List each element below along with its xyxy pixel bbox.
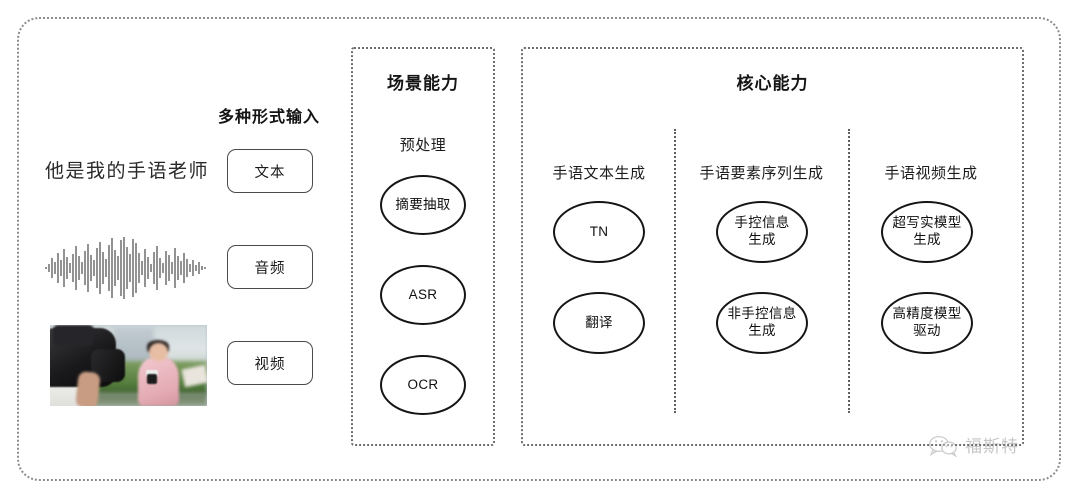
modality-chip-video[interactable]: 视频 xyxy=(227,341,313,385)
core-capability-title: 核心能力 xyxy=(736,74,809,93)
input-section-heading: 多种形式输入 xyxy=(218,109,321,126)
wechat-bubble-icon xyxy=(929,435,958,457)
node-translation[interactable]: 翻译 xyxy=(553,292,645,354)
core-capability-box: 核心能力 手语文本生成 TN 翻译 手语要素序列生成 手控信息生成 非手控信息生… xyxy=(521,47,1024,446)
watermark-text: 福斯特 xyxy=(965,437,1019,456)
node-high-precision-model-driving[interactable]: 高精度模型驱动 xyxy=(881,292,973,354)
modality-chip-text[interactable]: 文本 xyxy=(227,149,313,193)
sample-sentence-text: 他是我的手语老师 xyxy=(45,161,210,182)
video-thumbnail-icon xyxy=(50,325,207,406)
core-column-label-sign-text-generation: 手语文本生成 xyxy=(552,165,646,182)
waveform-icon xyxy=(45,237,206,299)
scene-capability-box: 场景能力 预处理 摘要抽取 ASR OCR xyxy=(351,47,495,446)
node-non-manual-signal-generation[interactable]: 非手控信息生成 xyxy=(716,292,808,354)
outer-dotted-frame xyxy=(17,17,1061,481)
node-ocr[interactable]: OCR xyxy=(380,355,466,415)
scene-column-label-preprocess: 预处理 xyxy=(399,137,447,154)
node-hyperrealistic-model-generation[interactable]: 超写实模型生成 xyxy=(881,201,973,263)
modality-chip-audio[interactable]: 音频 xyxy=(227,245,313,289)
core-column-divider-2 xyxy=(848,129,850,413)
node-asr[interactable]: ASR xyxy=(380,265,466,325)
scene-capability-title: 场景能力 xyxy=(387,74,459,93)
watermark: 福斯特 xyxy=(928,432,1019,457)
node-manual-signal-generation[interactable]: 手控信息生成 xyxy=(716,201,808,263)
core-column-label-sign-video-generation: 手语视频生成 xyxy=(884,165,978,182)
core-column-label-sign-element-sequence-generation: 手语要素序列生成 xyxy=(699,165,824,182)
node-tn[interactable]: TN xyxy=(553,201,645,263)
core-column-divider-1 xyxy=(674,129,676,413)
node-summary-extraction[interactable]: 摘要抽取 xyxy=(380,175,466,235)
